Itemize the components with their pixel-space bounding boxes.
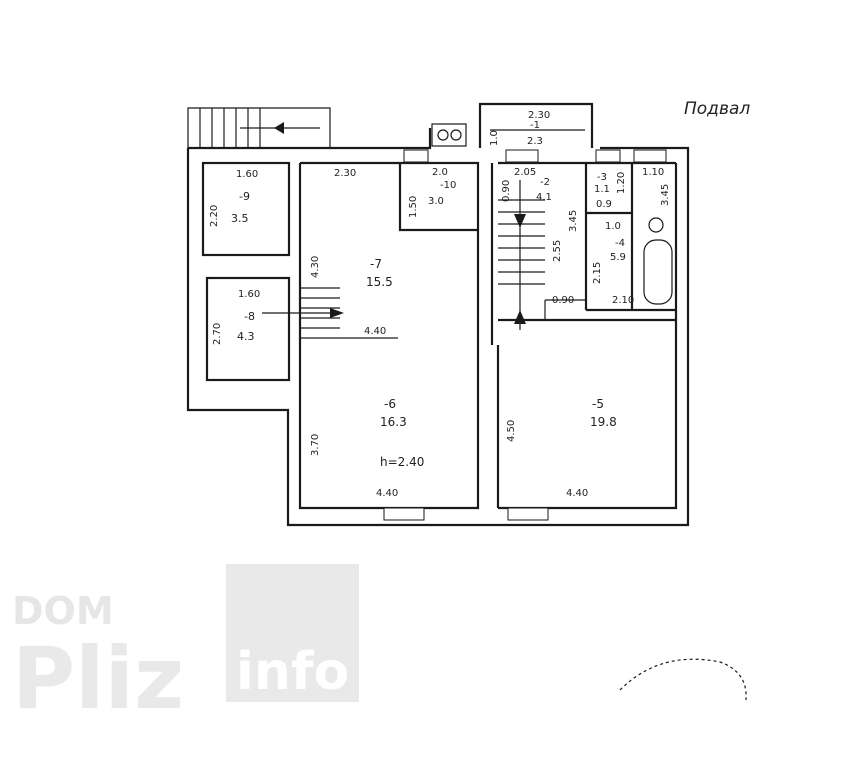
dimension: 1.20 (616, 172, 627, 194)
room-area: 4.3 (237, 330, 255, 343)
watermark-box (226, 564, 359, 702)
room-area: 16.3 (380, 415, 407, 429)
room-number: -9 (239, 190, 250, 203)
dimension-labels: 2.30 1.0 1.60 2.20 1.60 2.70 2.30 4.30 4… (209, 110, 671, 499)
dimension: 2.05 (514, 167, 536, 178)
room-number: -1 (530, 120, 540, 131)
watermark-info: info (236, 642, 350, 702)
dimension: 4.30 (310, 256, 321, 278)
dimension: 1.0 (489, 130, 500, 146)
dimension: 2.70 (212, 323, 223, 345)
dimension: 4.40 (376, 488, 398, 499)
room-number: -6 (384, 397, 396, 411)
dimension: 4.50 (506, 420, 517, 442)
room-number: -10 (440, 180, 456, 191)
dimension: 2.30 (334, 168, 356, 179)
dimension: 0.90 (552, 295, 574, 306)
room-number: -5 (592, 397, 604, 411)
dimension: 2.10 (612, 295, 634, 306)
dimension: 3.70 (310, 434, 321, 456)
floor-label: Подвал (684, 99, 750, 119)
dimension: 2.30 (528, 110, 550, 121)
stamp-mark (619, 658, 747, 701)
room-area: 2.3 (527, 136, 543, 147)
dimension: 1.10 (642, 167, 664, 178)
inner-walls (201, 161, 678, 510)
dimension: 2.15 (592, 262, 603, 284)
room-area: 3.5 (231, 212, 249, 225)
room-area: 15.5 (366, 275, 393, 289)
dimension: 1.60 (238, 289, 260, 300)
room-area: 5.9 (610, 252, 626, 263)
room-number: -8 (244, 310, 255, 323)
dimension: 0.9 (596, 199, 612, 210)
dimension: 1.60 (236, 169, 258, 180)
dimension: 0.90 (501, 180, 512, 202)
staircase (240, 122, 545, 330)
dimension: 2.55 (552, 240, 563, 262)
dimension: 1.0 (605, 221, 621, 232)
room-area: 4.1 (536, 192, 552, 203)
dimension: 4.40 (566, 488, 588, 499)
dimension: 3.45 (660, 184, 671, 206)
watermark-dom: DOM (12, 589, 114, 633)
room-area: 1.1 (594, 184, 610, 195)
room-number: -7 (370, 257, 382, 271)
room-labels: -1 2.3 -2 4.1 -3 1.1 -4 5.9 -5 19.8 -6 1… (231, 120, 626, 429)
room-number: -4 (615, 238, 625, 249)
outer-walls (186, 102, 690, 527)
watermark-pliz: Pliz (12, 629, 185, 729)
room-area: 3.0 (428, 196, 444, 207)
room-area: 19.8 (590, 415, 617, 429)
ceiling-height-note: h=2.40 (380, 455, 424, 469)
dimension: 2.0 (432, 167, 448, 178)
dimension: 3.45 (568, 210, 579, 232)
windows (383, 123, 673, 521)
dimension: 4.40 (364, 326, 386, 337)
room-number: -3 (597, 172, 607, 183)
room-number: -2 (540, 177, 550, 188)
dimension: 2.20 (209, 205, 220, 227)
dimension: 1.50 (408, 196, 419, 218)
